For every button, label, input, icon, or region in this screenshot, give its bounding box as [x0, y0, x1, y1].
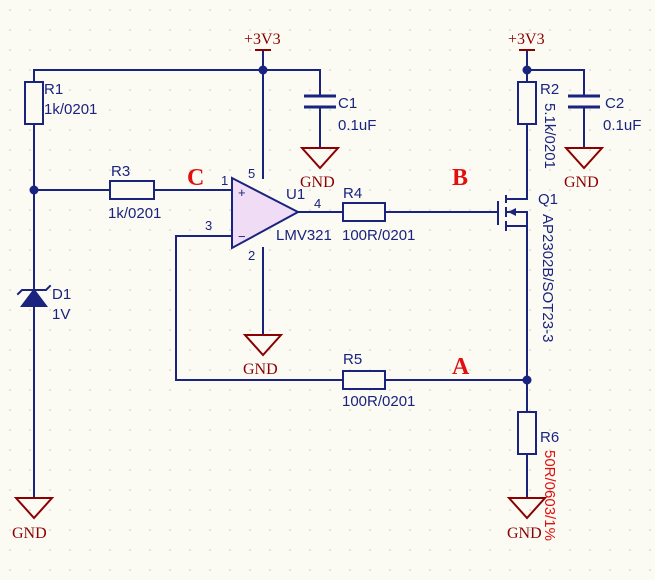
- junction-dot: [522, 65, 532, 75]
- opamp-ref: U1: [286, 186, 305, 203]
- ground-symbol-r6: GND: [506, 497, 548, 542]
- resistor-value: 50R/0603/1%: [541, 450, 558, 541]
- resistor-value: 1k/0201: [108, 205, 161, 222]
- mosfet-ref: Q1: [538, 191, 558, 208]
- ground-symbol-c1: GND: [299, 147, 341, 191]
- ground-label: GND: [564, 174, 599, 191]
- resistor-r3[interactable]: R3 1k/0201: [108, 163, 161, 222]
- ground-symbol-d1: GND: [12, 497, 55, 542]
- resistor-ref: R2: [540, 81, 559, 98]
- resistor-r6[interactable]: R6 50R/0603/1%: [517, 411, 559, 541]
- resistor-ref: R6: [540, 429, 559, 446]
- ground-symbol-c2: GND: [563, 147, 605, 191]
- wires: [33, 49, 585, 499]
- capacitor-c1[interactable]: C1 0.1uF: [304, 94, 376, 134]
- junction-dot: [522, 375, 532, 385]
- power-rail-1: +3V3: [244, 31, 281, 51]
- resistor-r5[interactable]: R5 100R/0201: [342, 351, 415, 410]
- opamp-u1[interactable]: + − U1 LMV321 1 2 3 4 5: [205, 166, 332, 263]
- resistor-ref: R4: [343, 185, 362, 202]
- capacitor-value: 0.1uF: [338, 117, 376, 134]
- diode-ref: D1: [52, 286, 71, 303]
- noninverting-input-sign: +: [238, 185, 246, 200]
- pin-number: 4: [314, 196, 321, 211]
- junction-dot: [258, 65, 268, 75]
- mosfet-q1[interactable]: Q1 AP2302B/SOT23-3: [497, 191, 558, 342]
- capacitor-c2[interactable]: C2 0.1uF: [568, 94, 641, 134]
- pin-number: 1: [221, 173, 228, 188]
- pin-number: 2: [248, 248, 255, 263]
- resistor-ref: R1: [44, 81, 63, 98]
- resistor-ref: R5: [343, 351, 362, 368]
- opamp-value: LMV321: [276, 227, 332, 244]
- ground-label: GND: [507, 525, 542, 542]
- node-label-b: B: [452, 165, 468, 191]
- ground-label: GND: [12, 525, 47, 542]
- power-rail-2: +3V3: [508, 31, 545, 51]
- ground-label: GND: [243, 361, 278, 378]
- diode-value: 1V: [52, 306, 70, 323]
- power-rail-label: +3V3: [508, 31, 545, 48]
- resistor-value: 5.1k/0201: [541, 103, 558, 169]
- capacitor-ref: C2: [605, 95, 624, 112]
- capacitor-ref: C1: [338, 95, 357, 112]
- power-rail-label: +3V3: [244, 31, 281, 48]
- inverting-input-sign: −: [238, 229, 246, 244]
- resistor-value: 100R/0201: [342, 393, 415, 410]
- resistor-ref: R3: [111, 163, 130, 180]
- resistor-value: 100R/0201: [342, 227, 415, 244]
- pin-number: 5: [248, 166, 255, 181]
- resistor-value: 1k/0201: [44, 101, 97, 118]
- zener-diode-d1[interactable]: D1 1V: [16, 284, 71, 323]
- resistor-r4[interactable]: R4 100R/0201: [342, 185, 415, 244]
- junction-dot: [29, 185, 39, 195]
- mosfet-value: AP2302B/SOT23-3: [539, 214, 556, 342]
- node-label-c: C: [187, 165, 204, 191]
- resistor-r2[interactable]: R2 5.1k/0201: [517, 81, 559, 169]
- ground-label: GND: [300, 174, 335, 191]
- pin-number: 3: [205, 218, 212, 233]
- node-label-a: A: [452, 354, 470, 380]
- junctions: [29, 65, 532, 385]
- resistor-r1[interactable]: R1 1k/0201: [24, 81, 97, 125]
- ground-symbol-opamp: GND: [242, 334, 284, 378]
- capacitor-value: 0.1uF: [603, 117, 641, 134]
